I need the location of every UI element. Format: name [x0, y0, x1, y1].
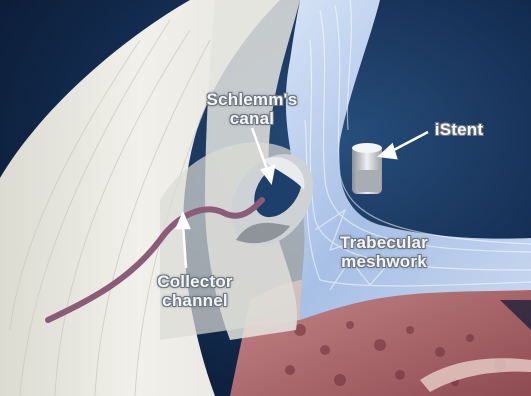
trabecular-meshwork-label-line-1: Trabecular: [324, 233, 444, 252]
schlemms-canal-label: Schlemm's canal: [196, 90, 308, 128]
trabecular-meshwork-label: Trabecular meshwork: [324, 233, 444, 271]
collector-channel-label: Collector channel: [140, 272, 250, 310]
collector-channel-label-line-2: channel: [140, 291, 250, 310]
istent-device: [352, 143, 382, 194]
istent-label-line-1: iStent: [429, 120, 489, 139]
schlemms-canal-label-line-1: Schlemm's: [196, 90, 308, 109]
istent-label: iStent: [429, 120, 489, 139]
schlemms-canal-label-line-2: canal: [196, 109, 308, 128]
collector-channel-label-line-1: Collector: [140, 272, 250, 291]
trabecular-meshwork-label-line-2: meshwork: [324, 252, 444, 271]
